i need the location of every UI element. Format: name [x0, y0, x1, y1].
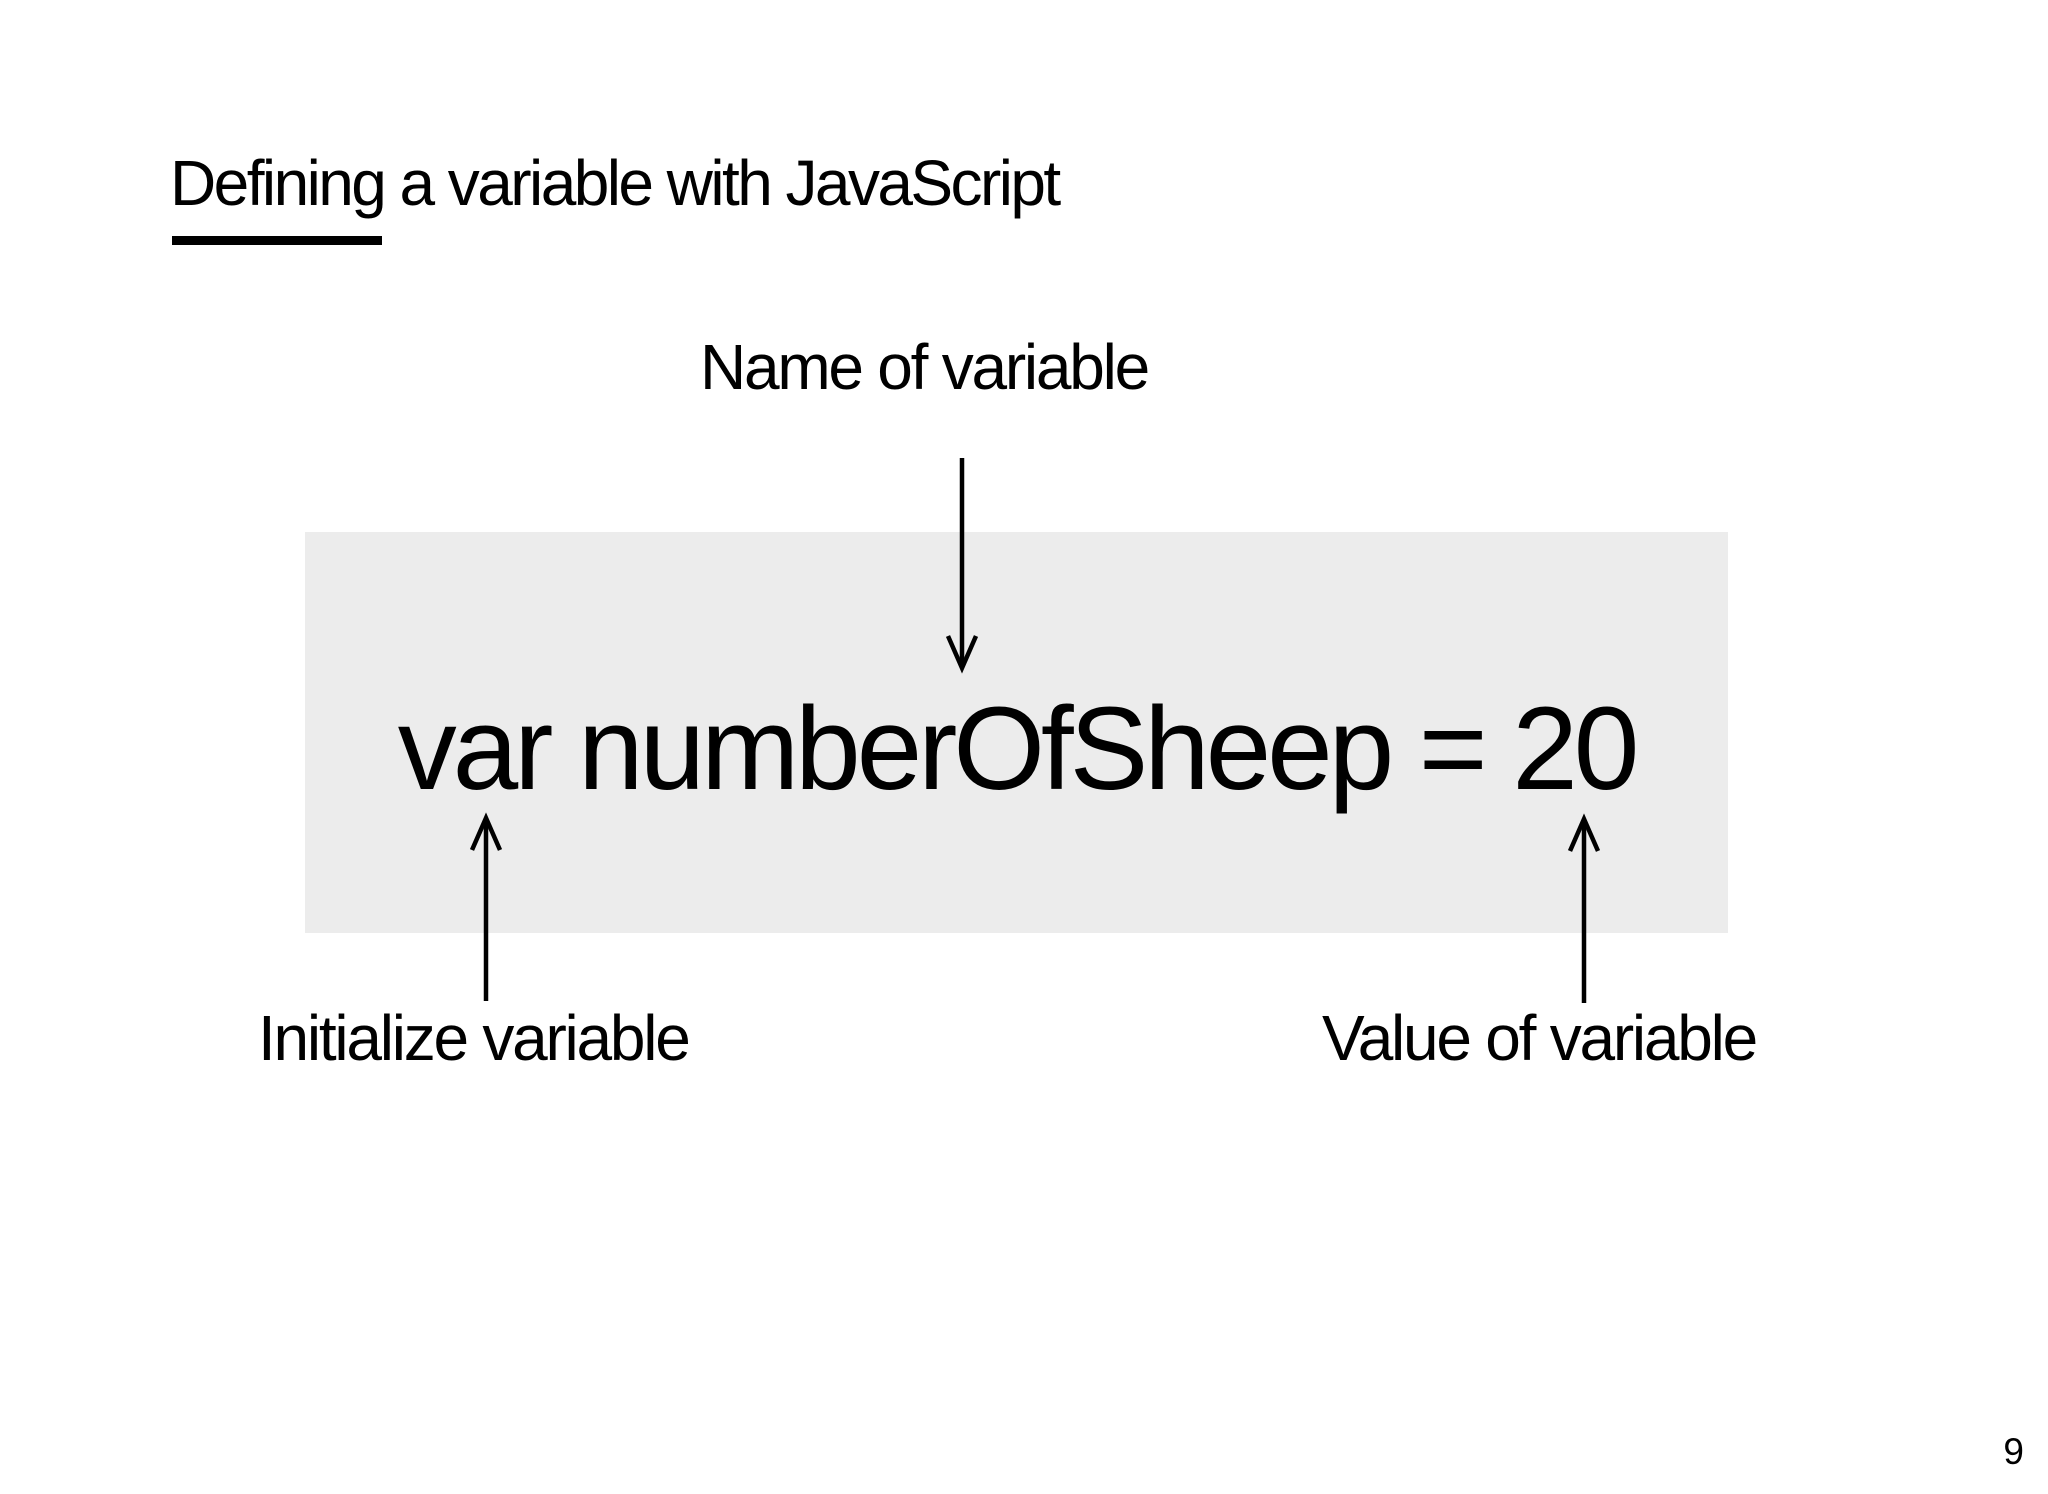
- name-of-variable-label: Name of variable: [700, 331, 1150, 403]
- code-statement: var numberOfSheep = 20: [397, 683, 1640, 815]
- initialize-variable-label: Initialize variable: [258, 1002, 691, 1074]
- page-title: Defining a variable with JavaScript: [170, 147, 1061, 219]
- page-number: 9: [2003, 1431, 2024, 1472]
- code-box: [305, 532, 1728, 933]
- value-of-variable-label: Value of variable: [1322, 1002, 1758, 1074]
- title-underline: [172, 236, 382, 245]
